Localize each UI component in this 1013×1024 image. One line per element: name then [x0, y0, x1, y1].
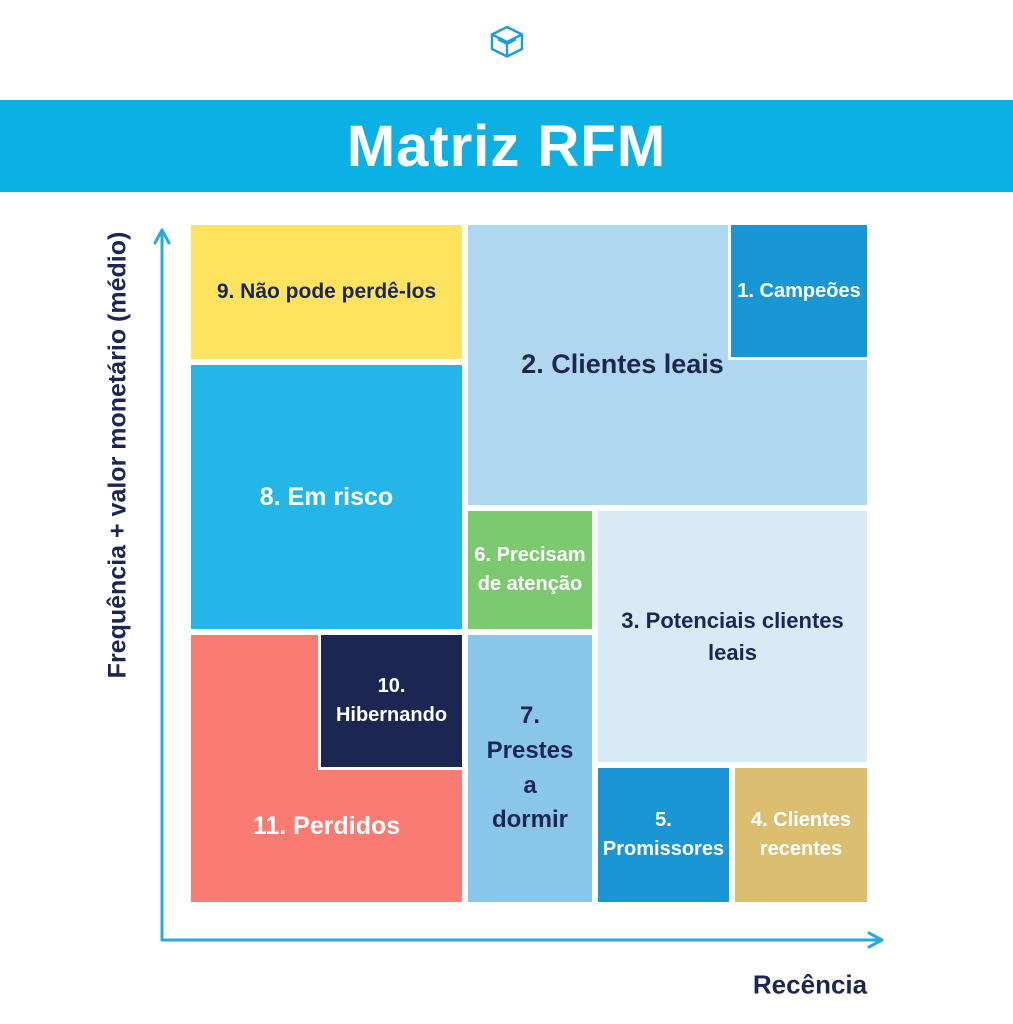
rfm-matrix: 9. Não pode perdê-los 2. Clientes leais …	[188, 222, 870, 905]
cell-prestes-a-dormir: 7. Prestes a dormir	[465, 632, 595, 905]
cell-clientes-recentes: 4. Clientes recentes	[732, 765, 870, 905]
x-axis-label: Recência	[752, 969, 868, 1000]
cell-precisam-de-atencao: 6. Precisam de atenção	[465, 508, 595, 632]
cube-logo-icon	[490, 25, 523, 58]
cell-em-risco: 8. Em risco	[188, 362, 465, 632]
cell-hibernando: 10. Hibernando	[318, 632, 465, 770]
y-axis-label: Frequência + valor monetário (médio)	[103, 231, 132, 679]
page-title: Matriz RFM	[346, 113, 667, 179]
cell-campeoes: 1. Campeões	[728, 222, 870, 360]
logo-container	[0, 20, 1013, 66]
y-axis-arrow	[153, 228, 171, 940]
title-banner: Matriz RFM	[0, 100, 1013, 192]
cell-promissores: 5. Promissores	[595, 765, 732, 905]
cell-potenciais-clientes-leais: 3. Potenciais clientes leais	[595, 508, 870, 765]
x-axis-arrow	[160, 931, 884, 949]
cell-nao-pode-perde-los: 9. Não pode perdê-los	[188, 222, 465, 362]
